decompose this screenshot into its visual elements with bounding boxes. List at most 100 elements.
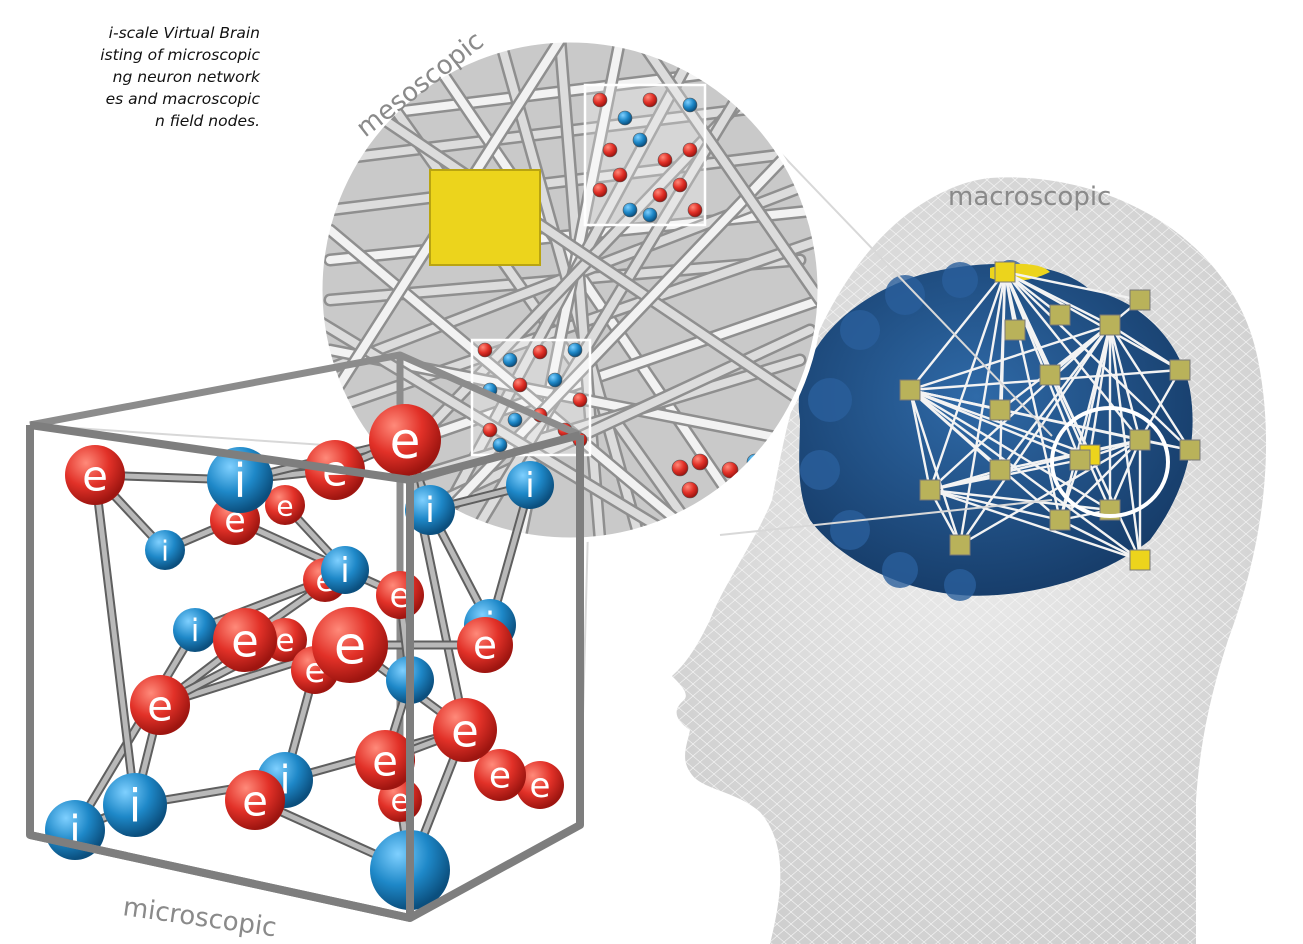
caption-line-5: n field nodes. — [154, 112, 260, 130]
macroscopic-edge — [1004, 271, 1191, 451]
macroscopic-edge — [909, 323, 1111, 392]
excitatory-neuron — [672, 177, 688, 193]
macroscopic-edge — [959, 438, 1141, 547]
neuron-letter: i — [129, 780, 142, 833]
microscopic-cube: ieeieeiieeieeiieeieeeeeieeiieei — [26, 351, 584, 922]
macroscopic-edge — [909, 388, 1111, 512]
neuron-letter: i — [425, 491, 435, 531]
excitatory-neuron — [572, 392, 588, 408]
neuron-letter: e — [473, 624, 497, 669]
macroscopic-node — [1004, 319, 1026, 341]
macroscopic-edge — [909, 389, 1061, 521]
inhibitory-neuron — [617, 110, 633, 126]
macroscopic-edge — [909, 388, 1091, 457]
microscopic-edge — [72, 627, 198, 833]
inhibitory-neuron — [682, 97, 698, 113]
macroscopic-node — [1049, 304, 1071, 326]
excitatory-neuron — [612, 167, 628, 183]
neuron-letter: e — [372, 737, 398, 786]
neuron-letter: e — [390, 576, 411, 616]
macroscopic-zoom-ring — [1050, 406, 1170, 518]
macroscopic-edge — [1004, 270, 1181, 372]
macroscopic-node — [1099, 314, 1121, 336]
label-microscopic: microscopic — [121, 892, 278, 943]
macroscopic-edge — [929, 324, 1111, 491]
excitatory-neuron — [602, 142, 618, 158]
fiber — [636, 40, 820, 304]
excitatory-neuron — [642, 92, 658, 108]
neuron-letter: e — [489, 756, 511, 797]
neuron-letter: e — [334, 616, 367, 677]
excitatory-neuron: e — [65, 445, 125, 505]
macroscopic-edge — [1108, 324, 1142, 441]
excitatory-neuron — [652, 187, 668, 203]
caption-line-2: isting of microscopic — [100, 46, 260, 64]
microscopic-edge — [192, 577, 328, 633]
macroscopic-edge — [1003, 271, 1112, 511]
neuron-letter: e — [390, 412, 421, 470]
excitatory-neuron — [477, 342, 493, 358]
neuron-letter: i — [191, 613, 200, 649]
macroscopic-edge — [909, 388, 1081, 462]
macroscopic-connections — [908, 270, 1192, 562]
inhibitory-neuron: i — [103, 773, 167, 837]
macroscopic-edge — [908, 389, 932, 491]
macroscopic-edge — [928, 271, 1007, 491]
excitatory-neuron: e — [312, 607, 388, 683]
inhibitory-neuron — [502, 352, 518, 368]
inhibitory-neuron — [492, 437, 508, 453]
excitatory-neuron — [532, 344, 548, 360]
excitatory-neuron: e — [265, 485, 305, 525]
inhibitory-neuron: i — [145, 530, 185, 570]
fiber — [416, 116, 820, 540]
neuron-letter: i — [69, 807, 81, 856]
excitatory-neuron: e — [355, 730, 415, 790]
macroscopic-edge — [1088, 324, 1112, 456]
macroscopic-edge — [929, 488, 1061, 522]
excitatory-neuron — [592, 182, 608, 198]
excitatory-neuron — [687, 202, 703, 218]
inhibitory-neuron — [567, 342, 583, 358]
label-macroscopic: macroscopic — [948, 182, 1111, 212]
macroscopic-edge — [929, 488, 1141, 562]
macroscopic-node — [1179, 439, 1201, 461]
macroscopic-node — [1129, 289, 1151, 311]
macroscopic-node — [994, 261, 1016, 283]
excitatory-neuron — [592, 92, 608, 108]
inhibitory-neuron — [507, 412, 523, 428]
excitatory-neuron — [512, 377, 528, 393]
neuron-letter: e — [242, 777, 268, 826]
macroscopic-edge — [999, 324, 1111, 471]
inhibitory-neuron: i — [173, 608, 217, 652]
neuron-letter: i — [340, 551, 349, 591]
mesoscopic-circle-border — [317, 37, 823, 543]
neuron-letter: e — [390, 783, 409, 819]
macroscopic-edge — [1078, 324, 1112, 461]
macroscopic-edge — [1108, 324, 1192, 451]
excitatory-neuron — [681, 481, 699, 499]
neuron-letter: e — [82, 452, 108, 501]
excitatory-neuron: e — [433, 698, 497, 762]
macroscopic-node — [1129, 429, 1151, 451]
macroscopic-node — [1039, 364, 1061, 386]
excitatory-neuron: e — [376, 571, 424, 619]
macroscopic-edge — [909, 389, 1141, 561]
inhibitory-neuron: i — [506, 461, 554, 509]
neuron-letter: i — [525, 466, 534, 506]
macroscopic-edge — [1004, 270, 1141, 302]
neuron-letter: i — [280, 759, 291, 804]
macroscopic-edge — [908, 389, 962, 546]
inhibitory-neuron: i — [321, 546, 369, 594]
excitatory-neuron — [682, 142, 698, 158]
macroscopic-edge — [1108, 439, 1142, 511]
excitatory-neuron: e — [130, 675, 190, 735]
caption-line-3: ng neuron network — [112, 68, 260, 86]
inhibitory-neuron — [642, 207, 658, 223]
excitatory-neuron — [691, 453, 709, 471]
neuron-letter: e — [231, 615, 259, 668]
excitatory-neuron — [657, 152, 673, 168]
inhibitory-neuron: i — [207, 447, 273, 513]
macroscopic-node — [949, 534, 971, 556]
